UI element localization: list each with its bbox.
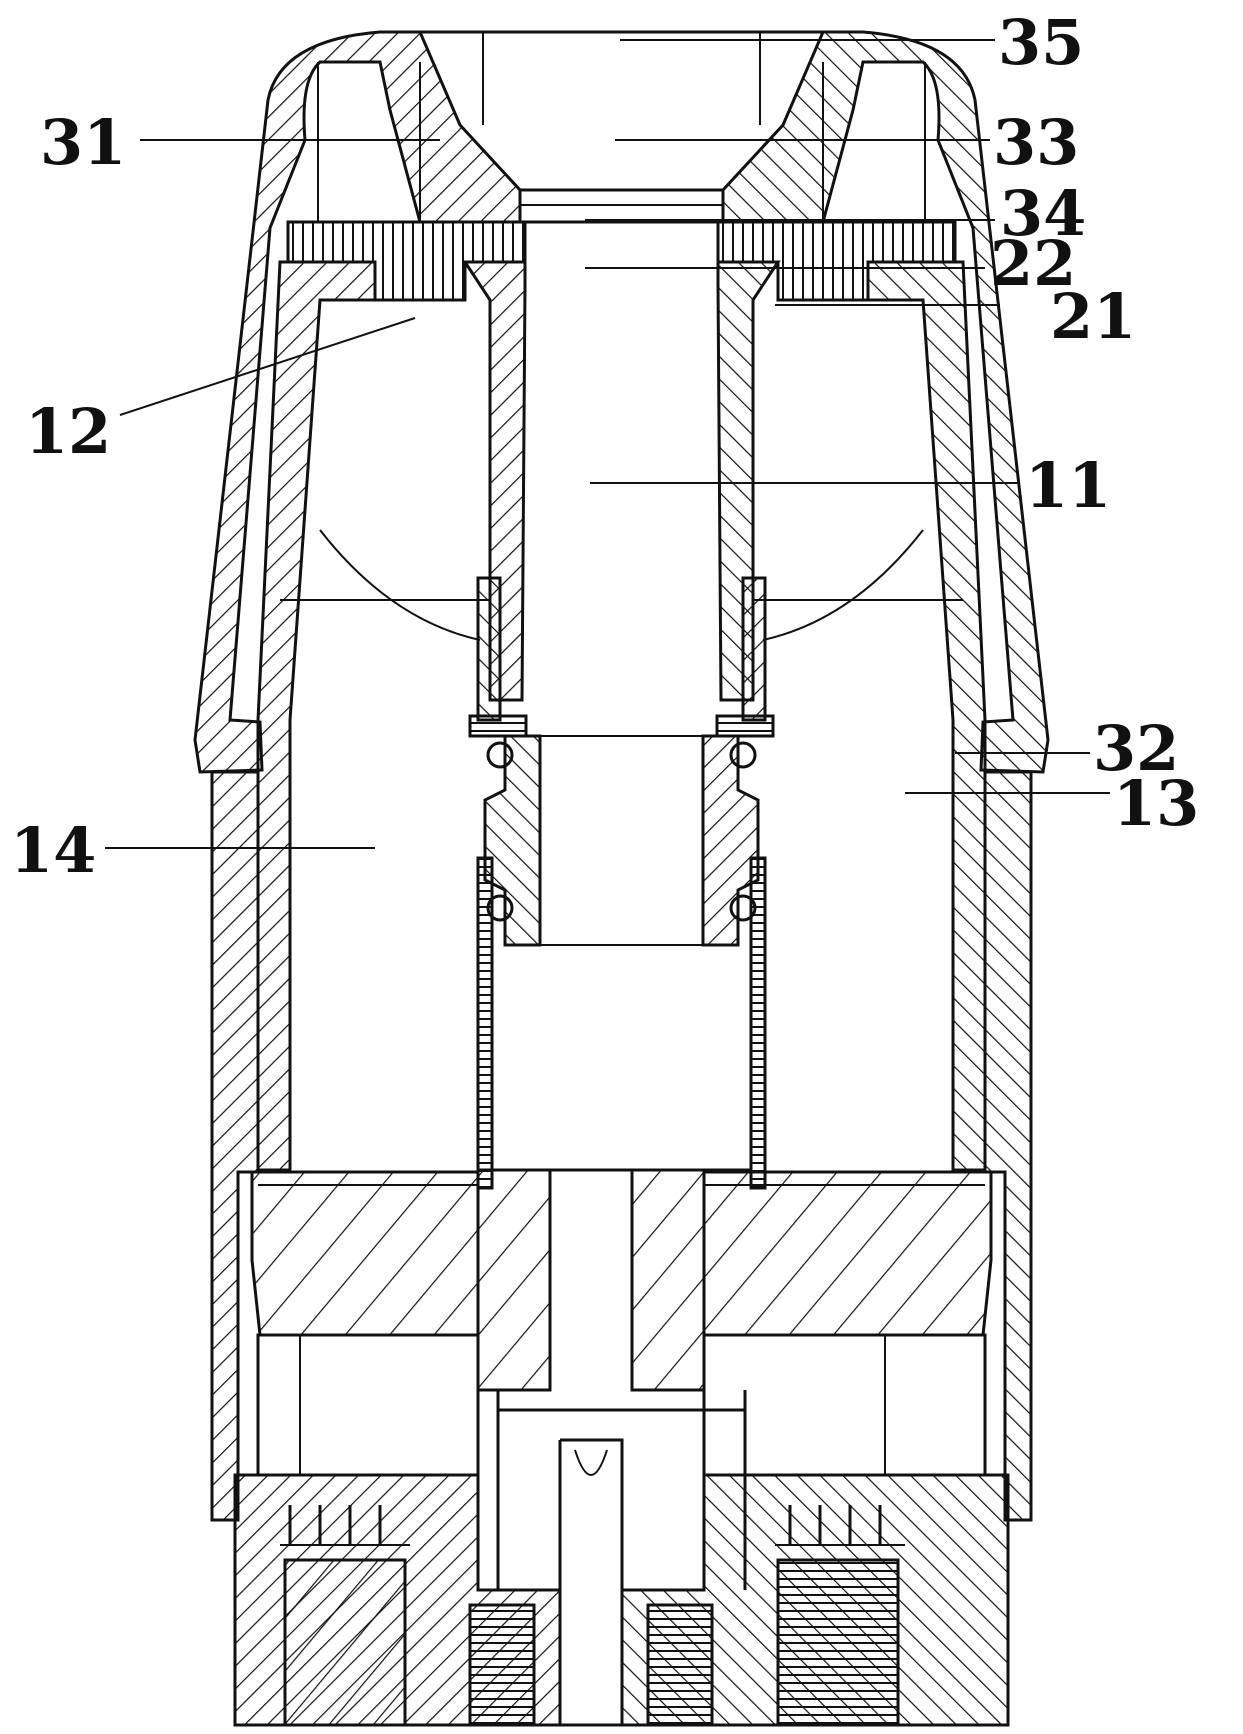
- label-31: 31: [40, 106, 126, 179]
- label-13: 13: [1113, 767, 1199, 840]
- label-14: 14: [10, 814, 96, 887]
- label-22: 22: [990, 227, 1076, 300]
- label-12: 12: [25, 395, 111, 468]
- inner-shell: [256, 260, 987, 1172]
- tube-coupling: [468, 576, 775, 947]
- leader-lines: [105, 39, 1110, 849]
- base-body: [210, 770, 1033, 1727]
- seal-plate: [286, 220, 957, 302]
- label-35: 35: [998, 6, 1084, 79]
- outer-cap: [193, 30, 1050, 774]
- leader-12: [119, 317, 416, 416]
- label-32: 32: [1093, 712, 1179, 785]
- label-21: 21: [1050, 280, 1136, 353]
- label-33: 33: [993, 106, 1079, 179]
- reference-numerals: 35 31 33 34 22 21 12 11 32 13 14: [10, 6, 1199, 887]
- label-34: 34: [1000, 177, 1086, 250]
- label-11: 11: [1025, 449, 1111, 522]
